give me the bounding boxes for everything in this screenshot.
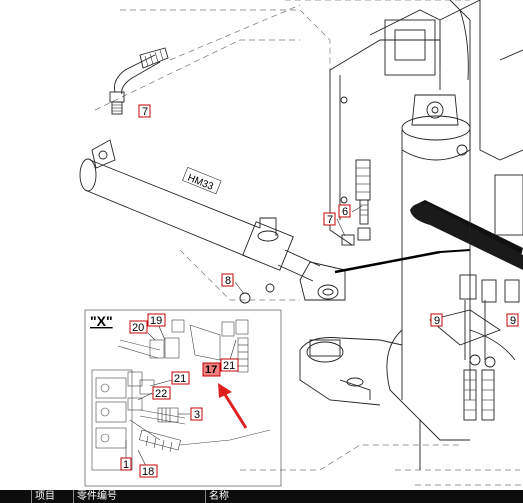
callout-18[interactable]: 18 xyxy=(139,464,158,478)
exploded-view-drawing: HM33 xyxy=(79,0,523,487)
svg-text:17: 17 xyxy=(205,364,217,376)
svg-text:3: 3 xyxy=(194,409,200,421)
callout-9-right[interactable]: 9 xyxy=(506,313,519,327)
hydraulic-cylinder xyxy=(79,139,346,301)
callout-22[interactable]: 22 xyxy=(152,386,171,400)
svg-text:19: 19 xyxy=(150,315,162,327)
svg-text:21: 21 xyxy=(174,373,186,385)
callout-3[interactable]: 3 xyxy=(190,407,203,421)
highlight-arrow xyxy=(218,383,248,429)
parts-diagram: HM33 xyxy=(79,0,523,487)
callout-21-right[interactable]: 21 xyxy=(220,358,239,372)
svg-text:8: 8 xyxy=(225,275,231,287)
header-part-number: 零件编号 xyxy=(74,490,206,503)
callout-8[interactable]: 8 xyxy=(221,273,234,287)
callout-6[interactable]: 6 xyxy=(338,204,351,218)
svg-text:9: 9 xyxy=(510,315,516,327)
callout-17-highlighted[interactable]: 17 xyxy=(202,362,221,377)
parts-table-header: 项目 零件编号 名称 xyxy=(0,490,523,503)
svg-text:6: 6 xyxy=(342,206,348,218)
svg-text:1: 1 xyxy=(123,459,129,471)
mast-tube xyxy=(386,94,516,470)
callout-7-right[interactable]: 7 xyxy=(323,212,336,226)
svg-text:7: 7 xyxy=(142,106,148,118)
svg-text:9: 9 xyxy=(434,315,440,327)
header-item: 项目 xyxy=(32,490,74,503)
svg-text:22: 22 xyxy=(155,388,167,400)
base-assembly xyxy=(299,337,403,406)
header-name: 名称 xyxy=(209,491,229,502)
callout-1[interactable]: 1 xyxy=(120,457,132,471)
fittings-9 xyxy=(429,274,520,421)
fitting-8 xyxy=(239,283,275,304)
callout-7-top[interactable]: 7 xyxy=(138,104,151,118)
fitting-6-7 xyxy=(341,159,371,246)
svg-text:21: 21 xyxy=(223,360,235,372)
svg-text:20: 20 xyxy=(132,322,144,334)
hose-fitting-top xyxy=(109,47,169,115)
header-blank xyxy=(0,490,32,503)
svg-text:7: 7 xyxy=(327,214,333,226)
machine-frame xyxy=(329,0,523,246)
detail-x-box xyxy=(84,309,282,487)
callout-20[interactable]: 20 xyxy=(129,320,148,334)
callout-9-left[interactable]: 9 xyxy=(430,313,443,327)
cylinder-label: HM33 xyxy=(186,173,215,193)
detail-x-label: "X" xyxy=(90,313,113,329)
callout-21-left[interactable]: 21 xyxy=(171,371,190,385)
svg-text:18: 18 xyxy=(142,466,154,478)
callout-19[interactable]: 19 xyxy=(147,313,166,327)
hose-black-sleeve xyxy=(410,203,523,270)
